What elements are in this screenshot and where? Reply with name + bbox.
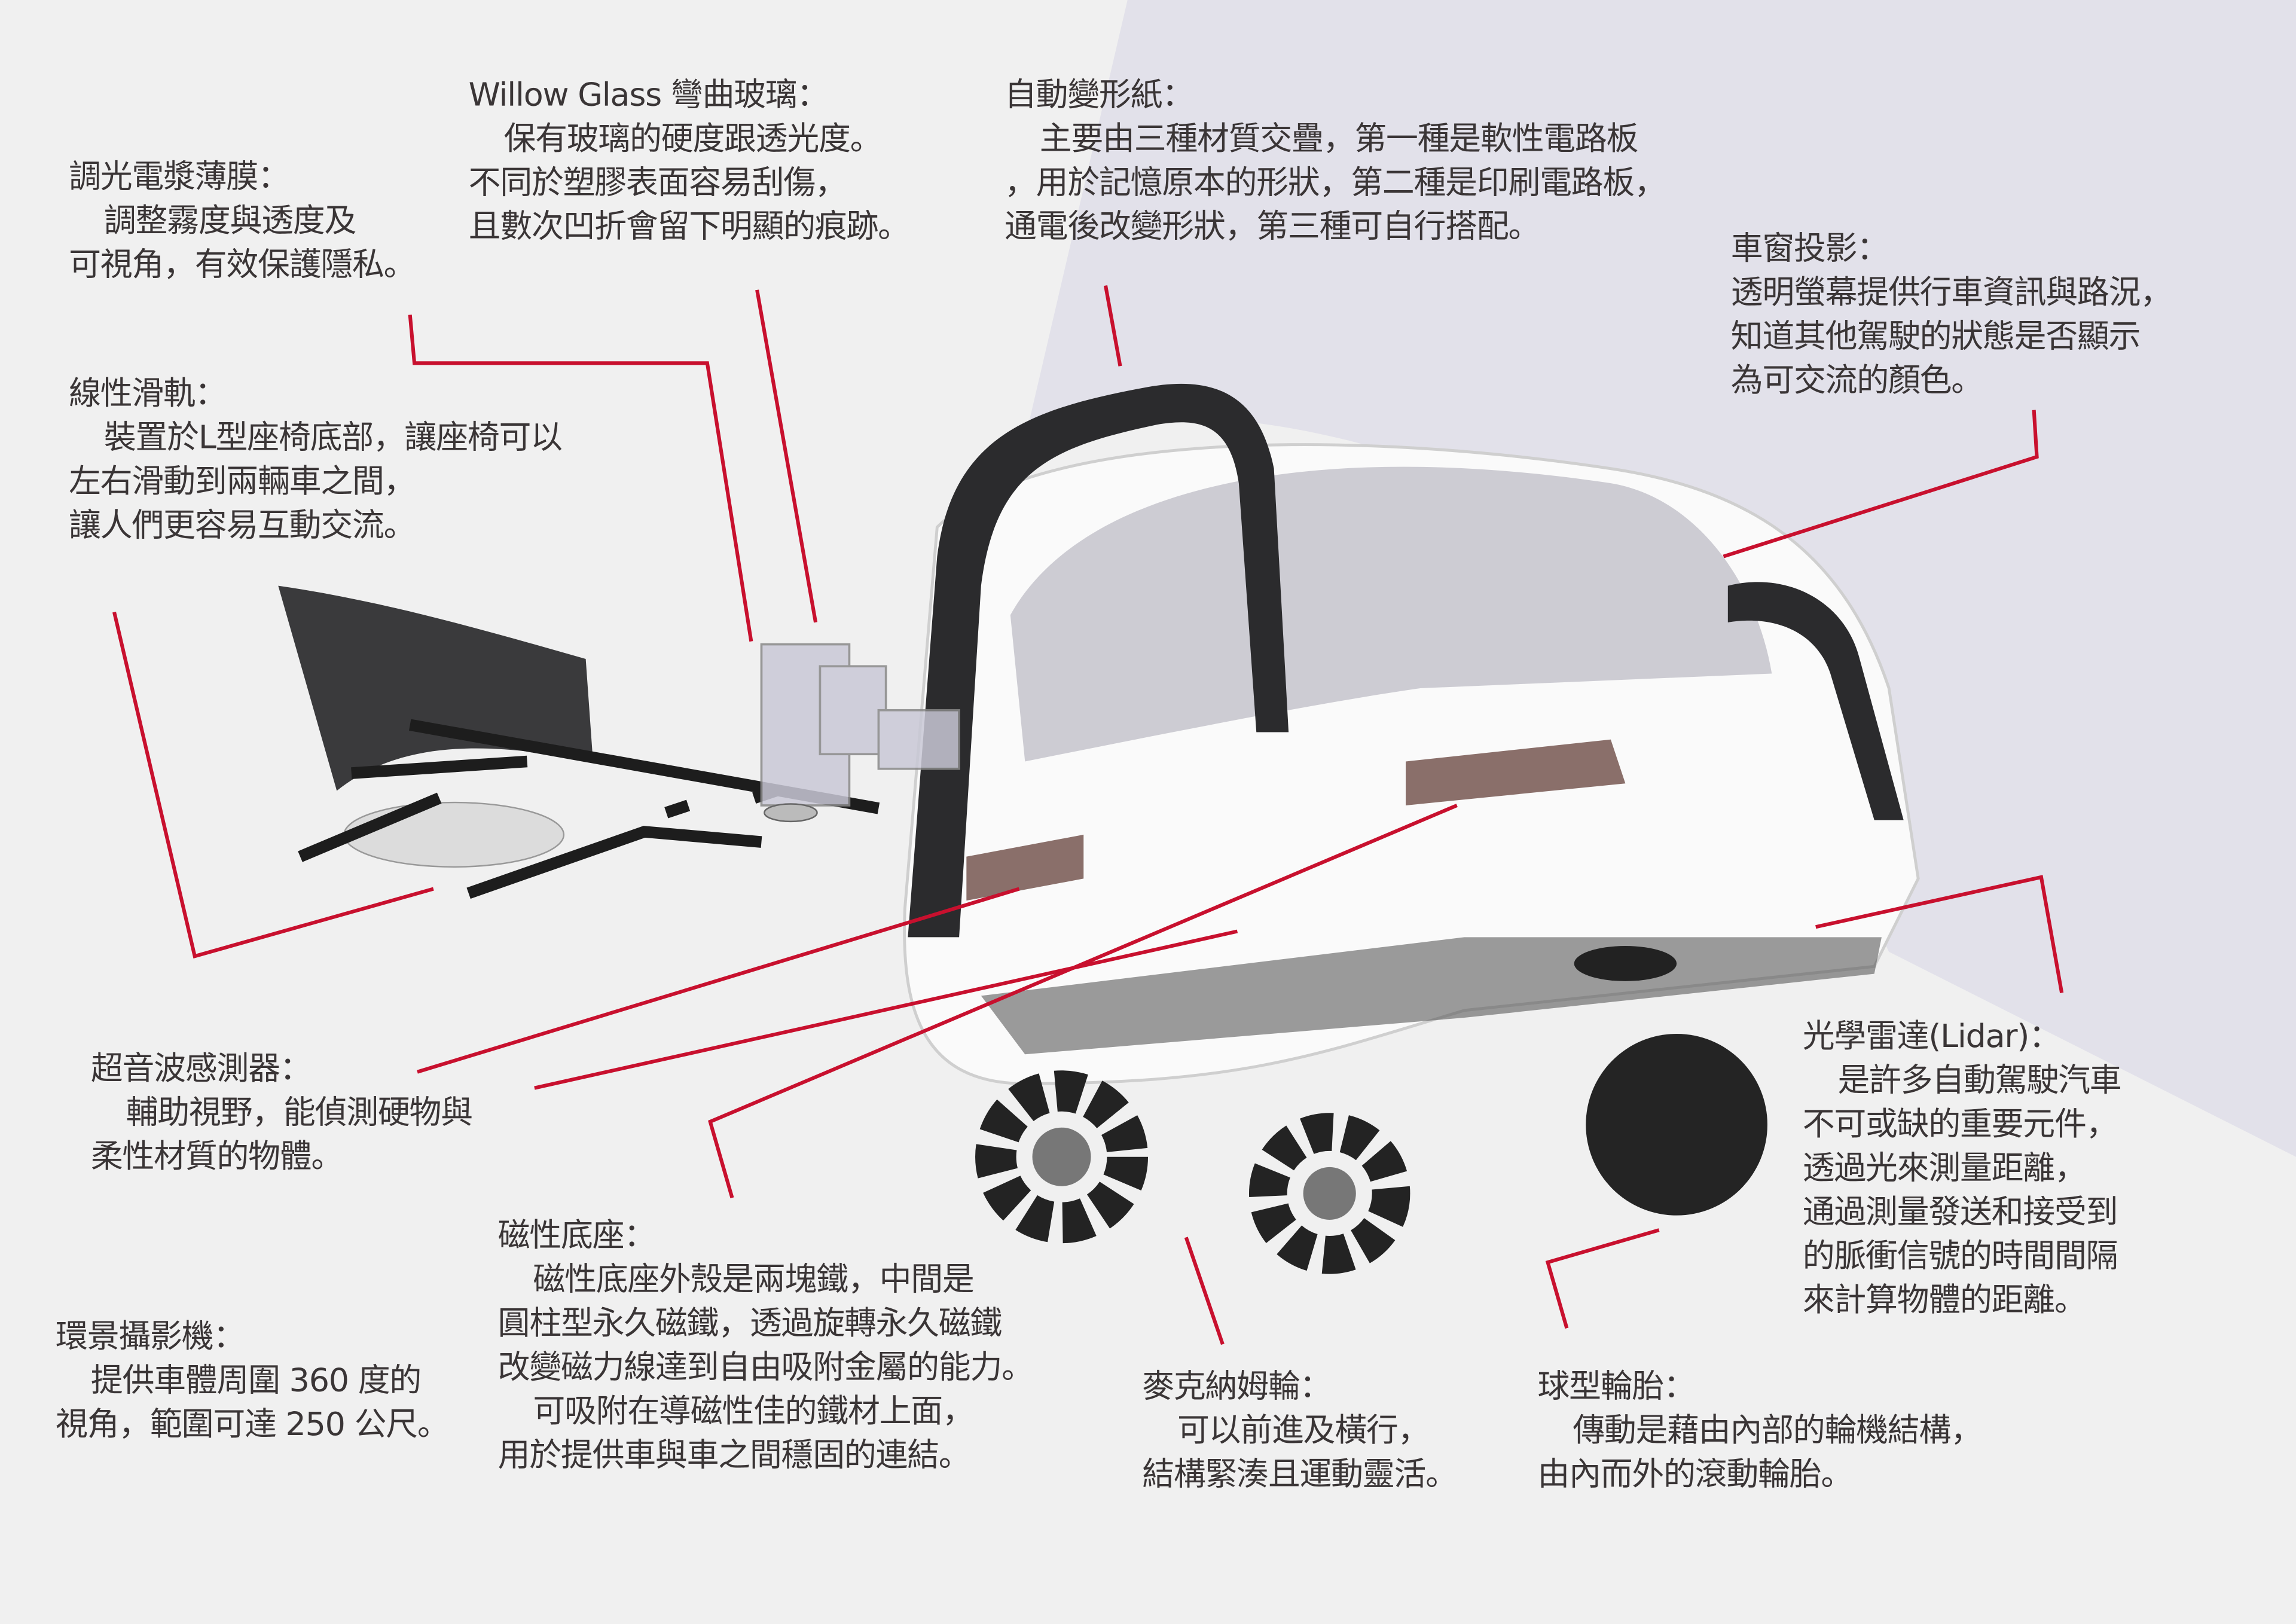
callout-line: 可吸附在導磁性佳的鐵材上面， — [533, 1394, 974, 1431]
accent-background-region — [1025, 0, 2296, 1157]
callout-line: 為可交流的顏色。 — [1730, 363, 1983, 400]
callout-title: 環景攝影機： — [56, 1319, 245, 1356]
callout-line: ，用於記憶原本的形狀，第二種是印刷電路板， — [1004, 165, 1666, 202]
callout-line: 可視角，有效保護隱私。 — [69, 247, 416, 285]
callout-line: 且數次凹折會留下明顯的痕跡。 — [468, 209, 910, 246]
callout-title: 線性滑軌： — [69, 376, 227, 413]
callout-title: 球型輪胎： — [1537, 1369, 1696, 1406]
callout-line: 提供車體周圍 360 度的 — [90, 1363, 422, 1400]
callout-title: 調光電漿薄膜： — [69, 159, 290, 197]
vehicle-stripe — [966, 739, 1626, 901]
callout-ball-tire: 球型輪胎： 傳動是藉由內部的輪機結構， 由內而外的滾動輪胎。 — [1537, 1366, 1983, 1498]
callout-window-projection: 車窗投影： 透明螢幕提供行車資訊與路況， 知道其他駕駛的狀態是否顯示 為可交流的… — [1731, 228, 2172, 404]
vehicle-front-arch — [908, 383, 1289, 938]
callout-line: 改變磁力線達到自由吸附金屬的能力。 — [497, 1350, 1034, 1387]
callout-surround-camera: 環景攝影機： 提供車體周圍 360 度的 視角，範圍可達 250 公尺。 — [56, 1317, 450, 1448]
mecanum-wheel — [975, 1070, 1149, 1244]
leader-line-linear-rail — [112, 611, 434, 959]
vehicle-window — [1010, 466, 1772, 762]
callout-line: 輔助視野，能偵測硬物與 — [126, 1095, 473, 1132]
callout-line: 調整霧度與透度及 — [103, 203, 356, 240]
callout-line: 讓人們更容易互動交流。 — [69, 508, 416, 545]
willow-glass-sheets — [760, 643, 960, 807]
callout-line: 保有玻璃的硬度跟透光度。 — [503, 121, 882, 158]
callout-dimming-film: 調光電漿薄膜： 調整霧度與透度及 可視角，有效保護隱私。 — [69, 157, 416, 288]
callout-lidar: 光學雷達(Lidar)： 是許多自動駕駛汽車 不可或缺的重要元件， 透過光來測量… — [1802, 1016, 2122, 1324]
callout-title: Willow Glass 彎曲玻璃： — [468, 77, 829, 115]
callout-mecanum-wheel: 麥克納姆輪： 可以前進及橫行， 結構緊湊且運動靈活。 — [1142, 1366, 1458, 1498]
l-shaped-seat — [278, 585, 593, 791]
callout-line: 磁性底座外殼是兩塊鐵，中間是 — [533, 1262, 974, 1299]
leader-lines — [112, 285, 2064, 1345]
callout-willow-glass: Willow Glass 彎曲玻璃： 保有玻璃的硬度跟透光度。 不同於塑膠表面容… — [468, 75, 910, 251]
callout-line: 視角，範圍可達 250 公尺。 — [56, 1407, 450, 1444]
callout-line: 傳動是藉由內部的輪機結構， — [1573, 1413, 1983, 1450]
callout-line: 通過測量發送和接受到 — [1802, 1195, 2118, 1232]
callout-line: 柔性材質的物體。 — [90, 1139, 343, 1176]
mecanum-wheel — [1248, 1113, 1410, 1274]
callout-line: 不同於塑膠表面容易刮傷， — [468, 165, 847, 202]
callout-magnetic-base: 磁性底座： 磁性底座外殼是兩塊鐵，中間是 圓柱型永久磁鐵，透過旋轉永久磁鐵 改變… — [497, 1216, 1034, 1479]
leader-line-dimming-film — [408, 315, 753, 642]
leader-line-shape-paper — [1103, 285, 1122, 367]
callout-line: 主要由三種材質交疊，第一種是軟性電路板 — [1039, 121, 1639, 158]
callout-line: 裝置於L型座椅底部，讓座椅可以 — [103, 420, 563, 457]
callout-shape-paper: 自動變形紙： 主要由三種材質交疊，第一種是軟性電路板 ，用於記憶原本的形狀，第二… — [1004, 75, 1666, 251]
callout-line: 透明螢幕提供行車資訊與路況， — [1730, 275, 2172, 312]
callout-line: 的脈衝信號的時間間隔 — [1802, 1238, 2118, 1276]
callout-line: 左右滑動到兩輛車之間， — [69, 464, 416, 501]
callout-linear-rail: 線性滑軌： 裝置於L型座椅底部，讓座椅可以 左右滑動到兩輛車之間， 讓人們更容易… — [69, 373, 563, 549]
callout-title: 自動變形紙： — [1004, 77, 1194, 115]
leader-line-mecanum — [1184, 1237, 1225, 1345]
callout-line: 結構緊湊且運動靈活。 — [1142, 1457, 1458, 1494]
callout-line: 由內而外的滾動輪胎。 — [1537, 1457, 1853, 1494]
leader-line-ultrasonic-1 — [417, 887, 1020, 1074]
callout-line: 圓柱型永久磁鐵，透過旋轉永久磁鐵 — [497, 1306, 1003, 1343]
callout-line: 通電後改變形狀，第三種可自行搭配。 — [1004, 209, 1540, 246]
lidar-sensor — [1574, 946, 1677, 981]
ball-tire — [1586, 1033, 1767, 1216]
callout-title: 光學雷達(Lidar)： — [1802, 1019, 2061, 1056]
leader-line-lidar — [1815, 875, 2064, 993]
callout-line: 用於提供車與車之間穩固的連結。 — [497, 1437, 971, 1475]
linear-rail — [298, 719, 880, 899]
leader-line-ultrasonic-2 — [534, 929, 1238, 1090]
leader-line-window-projection — [1723, 410, 2039, 558]
callout-line: 來計算物體的距離。 — [1802, 1283, 2087, 1320]
magnetic-base — [764, 803, 818, 823]
callout-title: 車窗投影： — [1730, 231, 1889, 268]
seat-base — [343, 801, 565, 868]
callout-line: 不可或缺的重要元件， — [1802, 1107, 2118, 1144]
callout-line: 是許多自動駕駛汽車 — [1837, 1063, 2121, 1100]
callout-line: 透過光來測量距離， — [1802, 1150, 2087, 1188]
callout-line: 知道其他駕駛的狀態是否顯示 — [1730, 319, 2141, 356]
callout-title: 麥克納姆輪： — [1142, 1369, 1332, 1406]
leader-line-willow-glass — [755, 289, 818, 623]
callout-title: 磁性底座： — [497, 1218, 657, 1255]
vehicle-rear-arch — [1727, 582, 1904, 820]
callout-title: 超音波感測器： — [90, 1051, 312, 1088]
leader-line-magnetic-base — [708, 804, 1458, 1199]
callout-ultrasonic: 超音波感測器： 輔助視野，能偵測硬物與 柔性材質的物體。 — [90, 1048, 473, 1180]
leader-line-ball-tire — [1545, 1228, 1660, 1329]
callout-line: 可以前進及橫行， — [1177, 1413, 1430, 1450]
